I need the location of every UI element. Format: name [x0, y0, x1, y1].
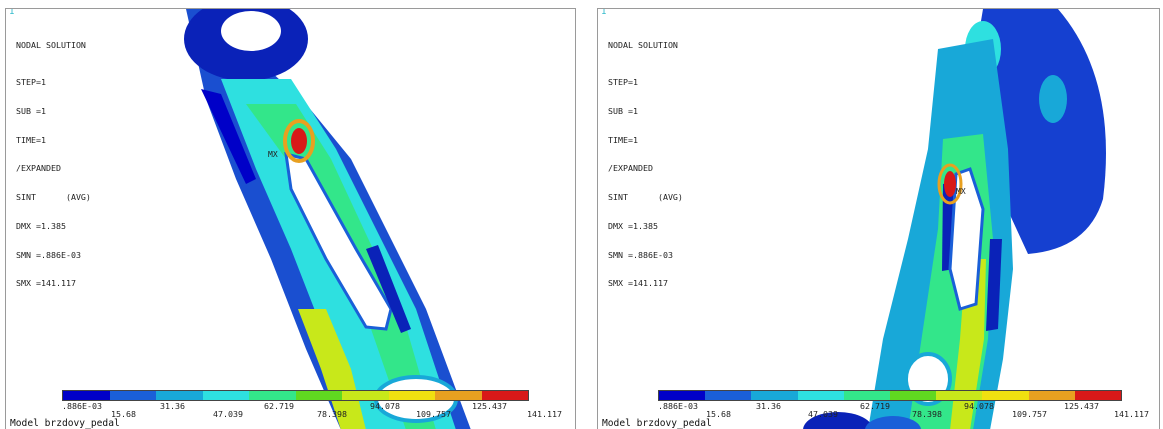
legend-tick: 62.719 — [860, 401, 890, 411]
fea-contour-plot-left: MX — [184, 9, 471, 429]
legend-swatch — [982, 391, 1029, 400]
legend-tick: 94.078 — [370, 401, 400, 411]
info-line: TIME=1 — [16, 134, 46, 145]
legend-tick: 31.36 — [756, 401, 781, 411]
legend-tick: 109.757 — [416, 409, 451, 419]
legend-tick: 31.36 — [160, 401, 185, 411]
max-stress-hotspot — [944, 171, 956, 197]
legend-tick: 47.039 — [808, 409, 838, 419]
mx-marker: MX — [268, 150, 278, 159]
solution-label: NODAL SOLUTION — [608, 40, 678, 51]
legend-tick: 125.437 — [1064, 401, 1099, 411]
legend-swatch — [481, 391, 528, 400]
max-stress-hotspot — [291, 128, 307, 154]
solution-info: NODAL SOLUTION STEP=1 SUB =1 TIME=1 /EXP… — [16, 22, 91, 308]
info-line: DMX =1.385 — [608, 220, 658, 231]
legend-tick: 94.078 — [964, 401, 994, 411]
graphics-window-right[interactable]: MX 1 NODAL SOLUTION STEP=1 SUB =1 TIME=1… — [597, 8, 1160, 429]
info-line: TIME=1 — [608, 134, 638, 145]
legend-swatch — [249, 391, 296, 400]
graphics-window-left[interactable]: MX 1 NODAL SOLUTION STEP=1 SUB =1 TIME=1… — [5, 8, 576, 429]
info-line: SINT (AVG) — [16, 192, 91, 203]
window-number: 1 — [601, 8, 607, 17]
legend-swatch — [109, 391, 156, 400]
legend-swatch — [705, 391, 752, 400]
legend-tick: 78.398 — [317, 409, 347, 419]
color-legend-bar — [658, 390, 1122, 401]
legend-swatch — [890, 391, 937, 400]
info-line: STEP=1 — [608, 76, 638, 87]
legend-swatch — [797, 391, 844, 400]
legend-swatch — [63, 391, 110, 400]
fea-contour-plot-right: MX — [803, 9, 1106, 429]
legend-swatch — [1074, 391, 1122, 400]
color-legend-bar — [62, 390, 529, 401]
slot-opening — [948, 167, 985, 311]
legend-tick: 141.117 — [527, 409, 562, 419]
solution-info: NODAL SOLUTION STEP=1 SUB =1 TIME=1 /EXP… — [608, 22, 683, 308]
slot-opening — [284, 152, 393, 331]
info-line: STEP=1 — [16, 76, 46, 87]
legend-tick: 109.757 — [1012, 409, 1047, 419]
edge-stripe — [366, 245, 411, 333]
info-line: /EXPANDED — [608, 163, 653, 174]
info-line: SMX =141.117 — [608, 278, 668, 289]
info-line: SMN =.886E-03 — [608, 249, 673, 260]
legend-tick: 78.398 — [912, 409, 942, 419]
info-line: DMX =1.385 — [16, 220, 66, 231]
legend-swatch — [156, 391, 203, 400]
edge-stripe — [986, 239, 1002, 331]
foot-pad — [803, 412, 873, 429]
legend-swatch — [659, 391, 706, 400]
plate-patch — [1039, 75, 1067, 123]
pedal-hub-hole — [221, 11, 281, 51]
hotspot-halo — [283, 119, 315, 163]
legend-swatch — [202, 391, 249, 400]
legend-tick: 125.437 — [472, 401, 507, 411]
legend-swatch — [843, 391, 891, 400]
legend-swatch — [1028, 391, 1075, 400]
info-line: SMX =141.117 — [16, 278, 76, 289]
info-line: /EXPANDED — [16, 163, 61, 174]
legend-swatch — [751, 391, 798, 400]
legend-tick: 62.719 — [264, 401, 294, 411]
hotspot-halo — [937, 163, 963, 205]
legend-swatch — [936, 391, 983, 400]
legend-swatch — [388, 391, 435, 400]
legend-tick: 15.68 — [111, 409, 136, 419]
legend-tick: .886E-03 — [62, 401, 102, 411]
legend-tick: .886E-03 — [658, 401, 698, 411]
foot-pad — [865, 416, 921, 429]
edge-stripe — [201, 89, 256, 184]
legend-tick: 15.68 — [706, 409, 731, 419]
legend-tick: 47.039 — [213, 409, 243, 419]
legend-tick: 141.117 — [1114, 409, 1149, 419]
mx-marker: MX — [956, 187, 966, 196]
info-line: SINT (AVG) — [608, 192, 683, 203]
info-line: SUB =1 — [608, 105, 638, 116]
window-number: 1 — [9, 8, 15, 17]
info-line: SMN =.886E-03 — [16, 249, 81, 260]
legend-swatch — [435, 391, 482, 400]
legend-swatch — [295, 391, 342, 400]
solution-label: NODAL SOLUTION — [16, 40, 86, 51]
legend-swatch — [342, 391, 389, 400]
model-title: Model brzdovy_pedal — [602, 418, 712, 429]
stress-band-green — [246, 104, 436, 429]
model-title: Model brzdovy_pedal — [10, 418, 120, 429]
info-line: SUB =1 — [16, 105, 46, 116]
